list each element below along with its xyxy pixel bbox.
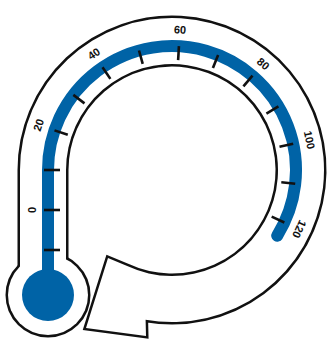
arrow-fill xyxy=(20,18,324,336)
scale-tick xyxy=(243,76,252,87)
scale-tick xyxy=(177,46,180,60)
scale-tick xyxy=(44,249,60,252)
arrow-outline xyxy=(20,18,324,336)
scale-number: 60 xyxy=(173,24,186,36)
scale-tick xyxy=(103,67,111,79)
mercury-bulb xyxy=(22,269,74,321)
scale-tick xyxy=(213,55,218,68)
scale-tick xyxy=(55,130,68,134)
scale-tick xyxy=(44,209,60,212)
scale-tick xyxy=(281,182,295,184)
scale-tick xyxy=(272,217,285,223)
scale-tick xyxy=(44,169,60,172)
scale-ticks xyxy=(44,46,295,250)
scale-tick xyxy=(279,144,293,147)
scale-tick xyxy=(73,95,84,103)
mercury-column xyxy=(48,46,296,295)
scale-tick xyxy=(266,106,278,113)
scale-number: 0 xyxy=(27,207,38,213)
outline xyxy=(8,18,324,336)
scale-tick xyxy=(139,50,143,63)
